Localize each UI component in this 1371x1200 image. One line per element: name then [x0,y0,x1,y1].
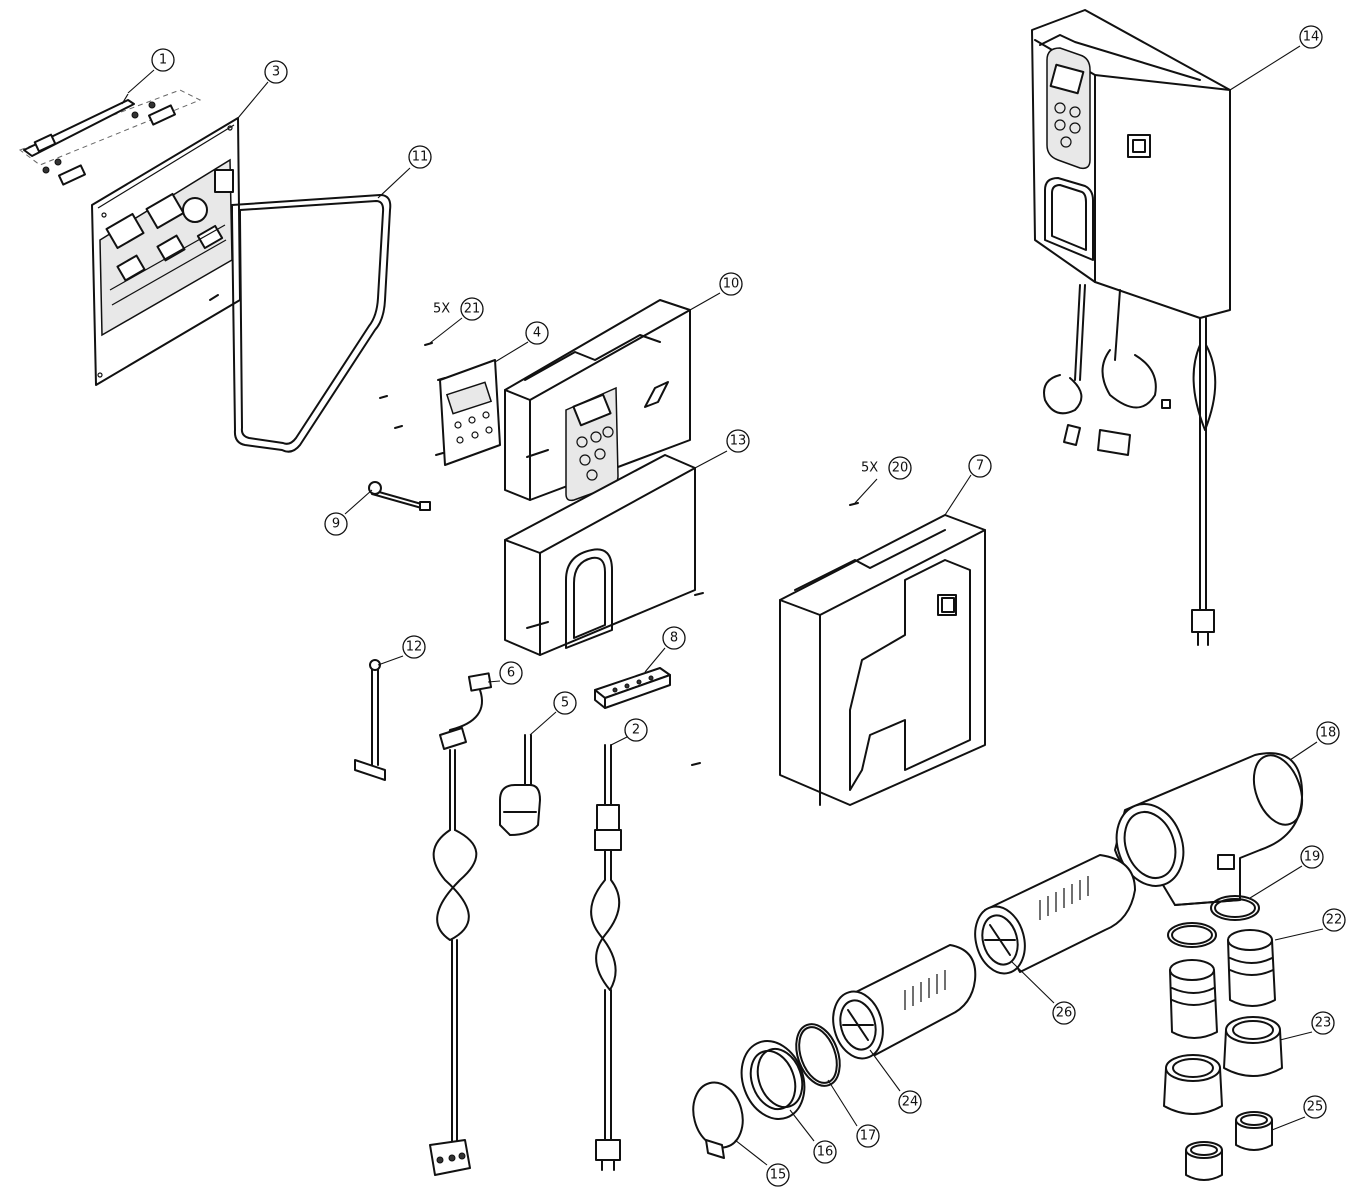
callout-11: 11 [408,145,432,169]
callout-label: 17 [860,1129,877,1144]
callout-13: 13 [726,429,750,453]
part-15-cap [692,1081,744,1159]
callout-9: 9 [324,512,348,536]
callout-15: 15 [766,1163,790,1187]
callout-label: 12 [406,640,423,655]
callout-6: 6 [499,661,523,685]
part-2-power-cord [590,744,622,1171]
part-5-flow-switch [499,734,541,836]
part-7-back-housing [779,514,986,806]
part-23-union-nuts [1163,1016,1283,1115]
callout-17: 17 [856,1124,880,1148]
part-4-display-board [439,359,501,466]
part-12-probe [354,659,386,781]
callout-label: 25 [1307,1100,1324,1115]
callout-1: 1 [151,48,175,72]
callout-label: 4 [533,326,541,341]
quantity-label-21: 5X [433,302,450,317]
callout-24: 24 [898,1090,922,1114]
part-18-cell-housing [1114,752,1304,906]
callout-label: 1 [159,53,167,68]
callout-18: 18 [1316,721,1340,745]
callout-label: 19 [1304,850,1321,865]
callout-label: 7 [976,459,984,474]
callout-label: 26 [1056,1006,1073,1021]
part-8-terminal-block [594,667,671,709]
callout-label: 8 [670,631,678,646]
part-17-o-ring [795,1023,841,1087]
part-16-cell-nut [740,1040,806,1120]
callout-label: 14 [1303,30,1320,45]
callout-21: 21 [460,297,484,321]
part-13-lower-cover [504,454,696,656]
callout-label: 22 [1326,913,1343,928]
callout-19: 19 [1300,845,1324,869]
part-9-sensor-cable [368,481,431,511]
callout-label: 6 [507,666,515,681]
part-10-upper-cover [504,299,691,502]
part-21-screws [379,342,446,456]
leader-lines [127,45,1324,1166]
callout-16: 16 [813,1140,837,1164]
callout-label: 9 [332,517,340,532]
callout-label: 15 [770,1168,787,1183]
part-26-cell-cartridge [974,854,1136,975]
callout-22: 22 [1322,908,1346,932]
part-11-gasket [231,194,392,453]
quantity-label-20: 5X [861,461,878,476]
part-24-cell-cartridge [832,944,977,1060]
callout-4: 4 [525,321,549,345]
part-14-assembled-unit [1031,9,1231,646]
callout-26: 26 [1052,1001,1076,1025]
callout-3: 3 [264,60,288,84]
part-19-o-rings [1167,895,1260,948]
callout-label: 18 [1320,726,1337,741]
callout-label: 16 [817,1145,834,1160]
part-20-screws [691,502,859,766]
callout-label: 3 [272,65,280,80]
callout-8: 8 [662,626,686,650]
part-25-reducers [1185,1111,1273,1181]
callout-label: 2 [632,723,640,738]
part-6-cable-harness [429,672,493,1176]
callout-7: 7 [968,454,992,478]
callout-label: 24 [902,1095,919,1110]
callout-label: 20 [892,461,909,476]
callout-label: 10 [723,277,740,292]
callout-label: 23 [1315,1016,1332,1031]
callout-2: 2 [624,718,648,742]
callout-label: 21 [464,302,481,317]
part-3-pcb-board [91,117,241,386]
callout-25: 25 [1303,1095,1327,1119]
callout-5: 5 [553,691,577,715]
part-22-tail-pieces [1169,929,1276,1039]
callout-10: 10 [719,272,743,296]
callout-label: 5 [561,696,569,711]
callout-12: 12 [402,635,426,659]
callout-20: 20 [888,456,912,480]
callout-label: 11 [412,150,429,165]
part-1-mounting-bracket [18,89,202,186]
callout-14: 14 [1299,25,1323,49]
callout-23: 23 [1311,1011,1335,1035]
callout-label: 13 [730,434,747,449]
